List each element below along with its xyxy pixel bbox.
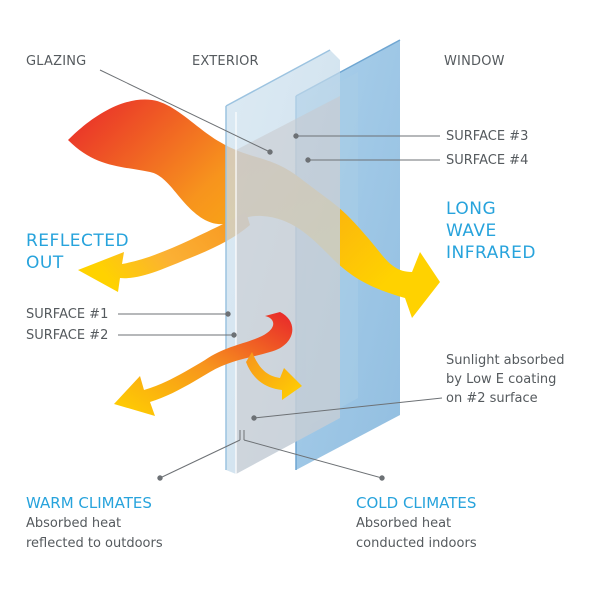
reflected-out-callout: REFLECTED OUT <box>26 230 129 274</box>
cold-climates-line2: conducted indoors <box>356 536 477 551</box>
low-e-note-line3: on #2 surface <box>446 391 538 406</box>
reflected-out-line1: REFLECTED <box>26 231 130 251</box>
long-wave-infrared-callout: LONG WAVE INFRARED <box>446 198 536 264</box>
warm-climates-arrow <box>114 312 293 416</box>
surface-2-label: SURFACE #2 <box>26 328 109 343</box>
surface-4-label: SURFACE #4 <box>446 153 529 168</box>
warm-climates-line1: Absorbed heat <box>26 516 122 531</box>
long-wave-line3: INFRARED <box>446 243 536 263</box>
surface-3-label: SURFACE #3 <box>446 129 529 144</box>
long-wave-line2: WAVE <box>446 221 497 241</box>
low-e-note: Sunlight absorbed by Low E coating on #2… <box>446 351 564 408</box>
warm-climates-title: WARM CLIMATES <box>26 494 152 512</box>
low-e-note-line1: Sunlight absorbed <box>446 353 565 368</box>
glazing-header: GLAZING <box>26 54 87 69</box>
reflected-out-line2: OUT <box>26 253 64 273</box>
warm-climates-line2: reflected to outdoors <box>26 536 163 551</box>
cold-climates-caption: COLD CLIMATES Absorbed heat conducted in… <box>356 492 477 554</box>
surface-1-label: SURFACE #1 <box>26 307 109 322</box>
warm-climates-caption: WARM CLIMATES Absorbed heat reflected to… <box>26 492 163 554</box>
low-e-note-line2: by Low E coating <box>446 372 557 387</box>
window-header: WINDOW <box>444 54 505 69</box>
cold-climates-title: COLD CLIMATES <box>356 494 477 512</box>
exterior-header: EXTERIOR <box>192 54 259 69</box>
leader-lines <box>99 69 443 481</box>
reflected-out-arrow <box>78 212 250 292</box>
long-wave-line1: LONG <box>446 199 497 219</box>
cold-climates-arrow <box>246 352 302 400</box>
cold-climates-line1: Absorbed heat <box>356 516 452 531</box>
